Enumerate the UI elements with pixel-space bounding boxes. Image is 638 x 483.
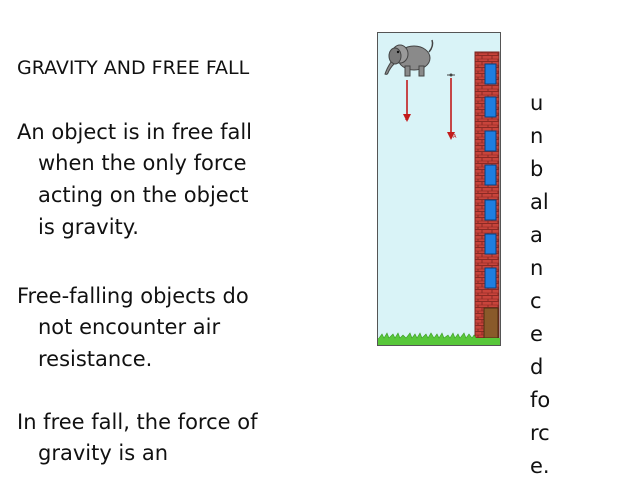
building-window: [484, 96, 497, 118]
paragraph-line: is gravity.: [38, 215, 139, 239]
vertical-letter: d: [530, 355, 544, 379]
paragraph-line: when the only force: [38, 151, 247, 175]
paragraph-line: In free fall, the force of: [17, 410, 258, 434]
vertical-letter: e.: [530, 454, 550, 478]
falling-object-icon: [447, 73, 455, 77]
vertical-word-unbalanced-force: u n b al a n c e d fo rc e.: [530, 87, 570, 483]
building-window: [484, 267, 497, 289]
grass-ground: [378, 332, 500, 345]
building-window: [484, 233, 497, 255]
building-window: [484, 199, 497, 221]
vertical-letter: e: [530, 322, 543, 346]
vertical-letter: rc: [530, 421, 550, 445]
free-fall-illustration: A A: [377, 32, 501, 346]
svg-text:A: A: [405, 116, 409, 122]
vertical-letter: b: [530, 157, 544, 181]
paragraph-line: acting on the object: [38, 183, 249, 207]
brick-building: [474, 51, 500, 341]
elephant-icon: [384, 39, 434, 77]
paragraph-line: Free-falling objects do: [17, 284, 249, 308]
vertical-letter: u: [530, 91, 544, 115]
building-door: [483, 307, 499, 339]
building-window: [484, 164, 497, 186]
building-window: [484, 130, 497, 152]
vertical-letter: al: [530, 190, 549, 214]
gravity-arrow-object: A: [447, 78, 457, 140]
paragraph-line: resistance.: [38, 347, 153, 371]
vertical-letter: fo: [530, 388, 551, 412]
gravity-arrow-elephant: A: [403, 80, 411, 122]
vertical-letter: n: [530, 124, 544, 148]
building-window: [484, 63, 497, 85]
free-fall-illustration-svg: A A: [377, 32, 501, 346]
vertical-letter: n: [530, 256, 544, 280]
vertical-letter: a: [530, 223, 543, 247]
paragraph-line: An object is in free fall: [17, 120, 253, 144]
slide-title: GRAVITY AND FREE FALL: [17, 57, 250, 79]
svg-text:A: A: [453, 134, 457, 140]
vertical-letter: c: [530, 289, 542, 313]
paragraph-line: gravity is an: [38, 441, 169, 465]
paragraph-line: not encounter air: [38, 315, 221, 339]
